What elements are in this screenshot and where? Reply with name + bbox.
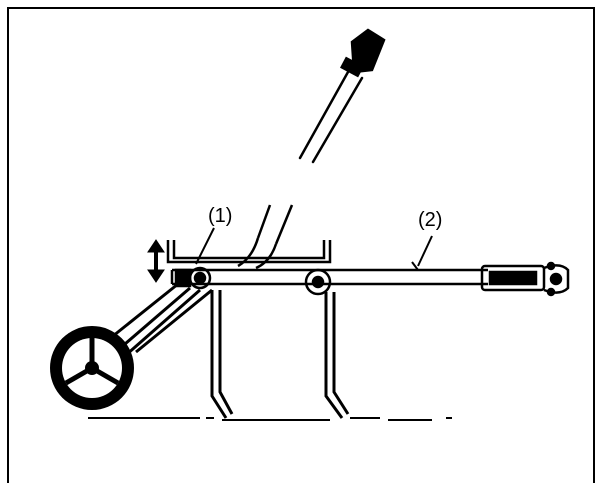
diagram-frame (7, 7, 595, 483)
callout-label-1: (1) (208, 205, 232, 227)
callout-label-2: (2) (418, 209, 442, 231)
hitch-coupler (480, 261, 570, 297)
shank-clamp (304, 268, 332, 296)
callout-leader-2 (417, 235, 433, 267)
double-vertical-arrow-icon (147, 239, 165, 283)
wheel-icon (50, 326, 134, 410)
callout-leader-1 (195, 227, 215, 265)
wheel-arm (107, 282, 213, 357)
handle (298, 28, 386, 164)
pivot-bracket (174, 266, 212, 290)
ground-line (88, 417, 452, 421)
tines (210, 290, 350, 419)
top-bracket (166, 240, 332, 264)
